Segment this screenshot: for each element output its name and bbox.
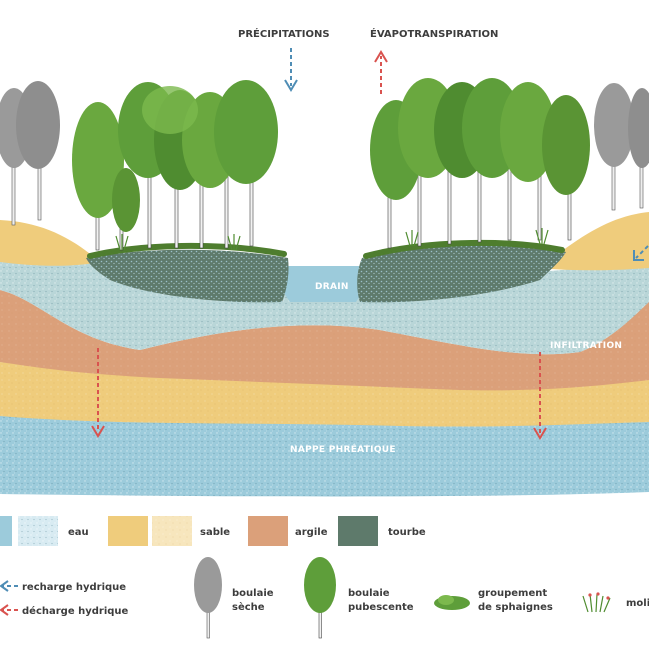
svg-text:décharge hydrique: décharge hydrique bbox=[22, 605, 129, 617]
svg-text:sèche: sèche bbox=[232, 601, 265, 613]
hill-recharge-arrow bbox=[635, 245, 649, 259]
drain-water bbox=[270, 266, 380, 302]
svg-text:eau: eau bbox=[68, 527, 89, 538]
flow-arrows bbox=[91, 48, 649, 440]
drain-label: DRAIN bbox=[315, 282, 349, 292]
legend-sand: sable bbox=[108, 516, 230, 546]
downy-birch-left bbox=[72, 80, 278, 251]
left-sand-hill bbox=[0, 220, 100, 266]
svg-text:groupement: groupement bbox=[478, 588, 547, 599]
legend-dry-birch: boulaie sèche bbox=[194, 557, 274, 639]
molinia-tufts bbox=[115, 228, 549, 251]
cross-section bbox=[0, 212, 649, 497]
dry-birch-right bbox=[594, 83, 649, 211]
svg-text:recharge hydrique: recharge hydrique bbox=[22, 582, 126, 593]
svg-text:molin: molin bbox=[626, 598, 649, 609]
svg-text:de sphaignes: de sphaignes bbox=[478, 602, 553, 613]
legend-clay: argile bbox=[248, 516, 328, 546]
precipitation-label: PRÉCIPITATIONS bbox=[238, 27, 330, 40]
legend-peat: tourbe bbox=[338, 516, 426, 546]
svg-text:boulaie: boulaie bbox=[348, 588, 390, 599]
evapotranspiration-label: ÉVAPOTRANSPIRATION bbox=[370, 27, 498, 40]
legend-discharge: décharge hydrique bbox=[0, 604, 129, 617]
legend-recharge: recharge hydrique bbox=[0, 580, 126, 593]
legend-molinia: molin bbox=[582, 592, 649, 613]
water-table-label: NAPPE PHRÉATIQUE bbox=[290, 443, 396, 455]
legend-sphagnum: groupement de sphaignes bbox=[434, 588, 553, 613]
svg-text:tourbe: tourbe bbox=[388, 527, 426, 538]
right-sand-hill bbox=[540, 212, 649, 271]
dry-birch-left bbox=[0, 81, 60, 226]
svg-text:boulaie: boulaie bbox=[232, 588, 274, 599]
infiltration-label: INFILTRATION bbox=[550, 341, 622, 351]
svg-text:sable: sable bbox=[200, 527, 230, 538]
downy-birch-right bbox=[370, 78, 590, 249]
svg-text:pubescente: pubescente bbox=[348, 602, 414, 613]
svg-text:argile: argile bbox=[295, 527, 328, 538]
legend: eau sable argile tourbe recharge hydriqu… bbox=[0, 516, 649, 639]
legend-water: eau bbox=[0, 516, 89, 546]
diagram-labels: PRÉCIPITATIONS ÉVAPOTRANSPIRATION DRAIN … bbox=[238, 27, 622, 455]
legend-downy-birch: boulaie pubescente bbox=[304, 557, 414, 639]
trees bbox=[0, 78, 649, 251]
